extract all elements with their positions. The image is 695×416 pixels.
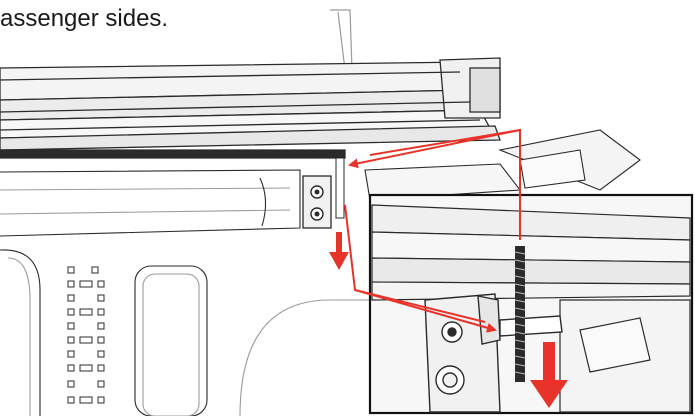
bed-rail-holes (67, 266, 105, 404)
cab-window-sketch (330, 9, 353, 71)
tonneau-rail-assembly (0, 57, 501, 159)
inset-arrow-down-icon (530, 342, 568, 408)
callout-arrow-icon (344, 128, 521, 333)
detail-inset (368, 193, 694, 415)
truck-bed-sidewall (0, 129, 641, 237)
arrow-down-icon (329, 232, 349, 270)
threaded-rod-icon (514, 246, 526, 382)
mounting-bracket-icon (302, 157, 345, 229)
bed-panel-outlines (0, 249, 370, 416)
instruction-caption: assenger sides. (0, 5, 169, 32)
